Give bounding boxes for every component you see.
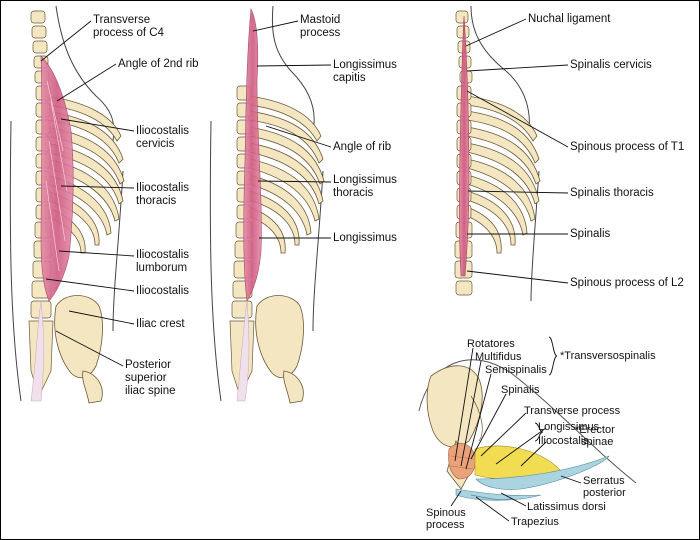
label-iliac-crest: Iliac crest: [136, 318, 185, 330]
label-spinalis-cervicis: Spinalis cervicis: [570, 59, 652, 71]
label-angle-2nd-rib: Angle of 2nd rib: [118, 58, 199, 70]
serratus-posterior-cross: [475, 455, 610, 490]
label-iliocostalis: Iliocostalis: [136, 285, 190, 297]
label-cross-longissimus: Longissimus: [538, 421, 600, 433]
label-transverse-process: Transverse process: [524, 405, 621, 417]
iliocostalis-muscle: [40, 55, 74, 302]
label-longissimus-thoracis: Longissimus thoracis: [333, 174, 397, 199]
ribcage-3: [466, 95, 541, 254]
label-semispinalis: Semispinalis: [485, 364, 547, 376]
label-iliocostalis-cervicis: Iliocostalis cervicis: [136, 125, 190, 150]
spinalis-muscle: [459, 15, 470, 277]
label-latissimus-dorsi: Latissimus dorsi: [527, 501, 606, 513]
label-serratus-posterior: Serratus posterior: [583, 475, 626, 499]
leader-lines: [40, 18, 582, 522]
label-erector-spinae: *Erector spinae: [575, 424, 615, 448]
longissimus-muscle: [243, 7, 262, 302]
label-mastoid-process: Mastoid process: [300, 14, 341, 39]
pelvis-1: [54, 295, 103, 404]
pelvis-2: [255, 295, 304, 404]
label-spinous-process-t1: Spinous process of T1: [570, 141, 685, 153]
label-spinalis-thoracis: Spinalis thoracis: [570, 187, 654, 199]
label-iliocostalis-lumborum: Iliocostalis lumborum: [136, 249, 190, 274]
label-transversospinalis: *Transversospinalis: [560, 350, 656, 362]
latissimus-dorsi-cross: [455, 488, 542, 501]
label-transverse-process-c4: Transverse process of C4: [93, 14, 164, 39]
panel-longissimus: [209, 5, 325, 404]
label-cross-spinalis: Spinalis: [501, 384, 540, 396]
label-posterior-superior-iliac-spine: Posterior superior iliac spine: [125, 359, 176, 397]
label-nuchal-ligament: Nuchal ligament: [528, 13, 611, 25]
label-iliocostalis-thoracis: Iliocostalis thoracis: [136, 182, 190, 207]
panel-spinalis: [454, 5, 541, 302]
label-longissimus-capitis: Longissimus capitis: [333, 59, 397, 84]
label-cross-iliocostalis: Iliocostalis: [538, 435, 589, 447]
label-spinous-process-cross: Spinous process: [426, 507, 466, 531]
label-multifidus: Multifidus: [475, 351, 522, 363]
label-longissimus: Longissimus: [333, 232, 397, 244]
label-trapezius: Trapezius: [511, 516, 559, 528]
label-rotatores: Rotatores: [467, 338, 515, 350]
label-spinalis: Spinalis: [570, 228, 611, 240]
panel-iliocostalis: [9, 5, 125, 404]
muscle-fibres-1: [45, 80, 68, 272]
label-angle-of-rib: Angle of rib: [333, 141, 392, 153]
label-spinous-process-l2: Spinous process of L2: [570, 277, 684, 289]
vertebral-body-cross: [426, 365, 483, 448]
